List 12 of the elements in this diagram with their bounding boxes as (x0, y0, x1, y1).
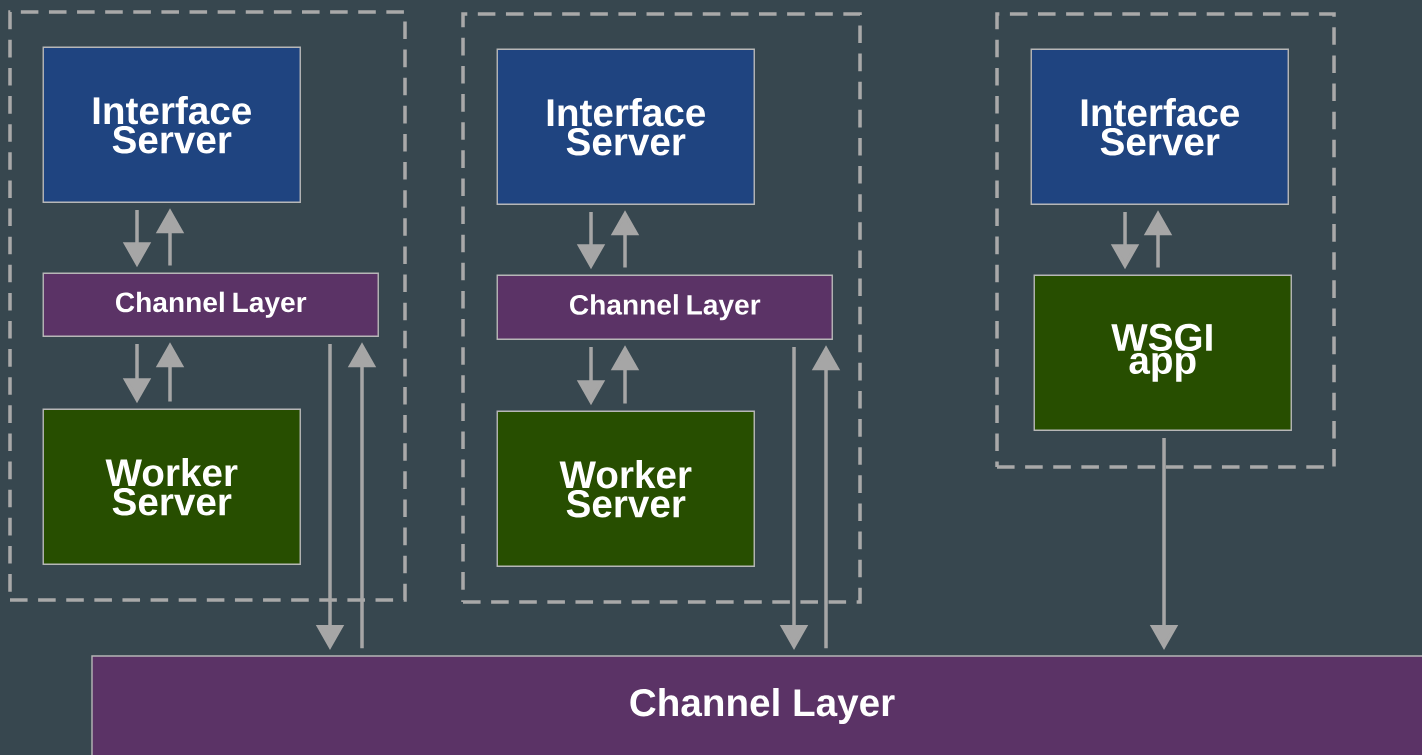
server-box: Interface Server (496, 48, 755, 205)
server-box: Worker Server (496, 410, 755, 567)
server-box: Interface Server (42, 46, 301, 203)
container-box (8, 10, 407, 602)
channel-layer-bar: Channel Layer (91, 655, 1422, 755)
server-box: WSGI app (1033, 274, 1292, 431)
server-box: Interface Server (1030, 48, 1289, 205)
channel-layer-bar: Channel Layer (496, 274, 833, 340)
container-box (995, 12, 1336, 469)
channel-layer-bar: Channel Layer (42, 272, 379, 337)
server-box: Worker Server (42, 408, 301, 565)
container-box (461, 12, 862, 604)
